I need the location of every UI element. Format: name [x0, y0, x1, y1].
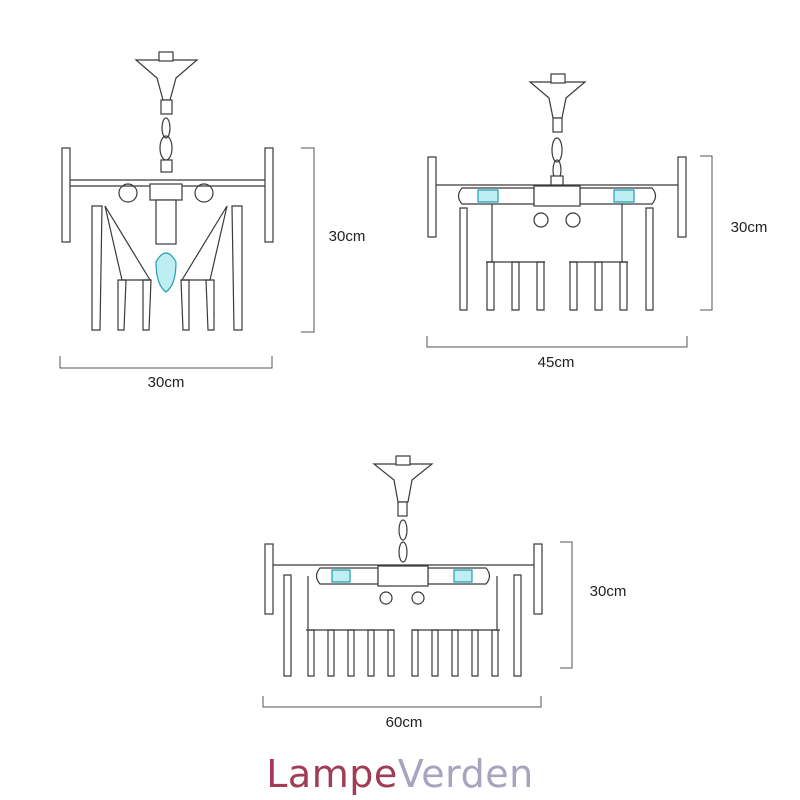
chandelier-small [61, 51, 274, 331]
medium-height-label: 30cm [731, 219, 768, 236]
brand-logo: LampeVerden [0, 752, 800, 796]
medium-width-label: 45cm [538, 354, 575, 371]
small-width-label: 30cm [148, 374, 185, 391]
dimension-medium: 45cm 30cm [426, 155, 768, 371]
dimension-small: 30cm 30cm [59, 147, 366, 391]
brand-part1: Lampe [266, 752, 398, 796]
chandelier-large [264, 455, 543, 677]
brand-part2: Verden [397, 752, 534, 796]
chandelier-medium [427, 73, 687, 311]
small-height-label: 30cm [329, 228, 366, 245]
dimension-large: 60cm 30cm [262, 541, 627, 731]
large-width-label: 60cm [386, 714, 423, 731]
large-height-label: 30cm [590, 583, 627, 600]
